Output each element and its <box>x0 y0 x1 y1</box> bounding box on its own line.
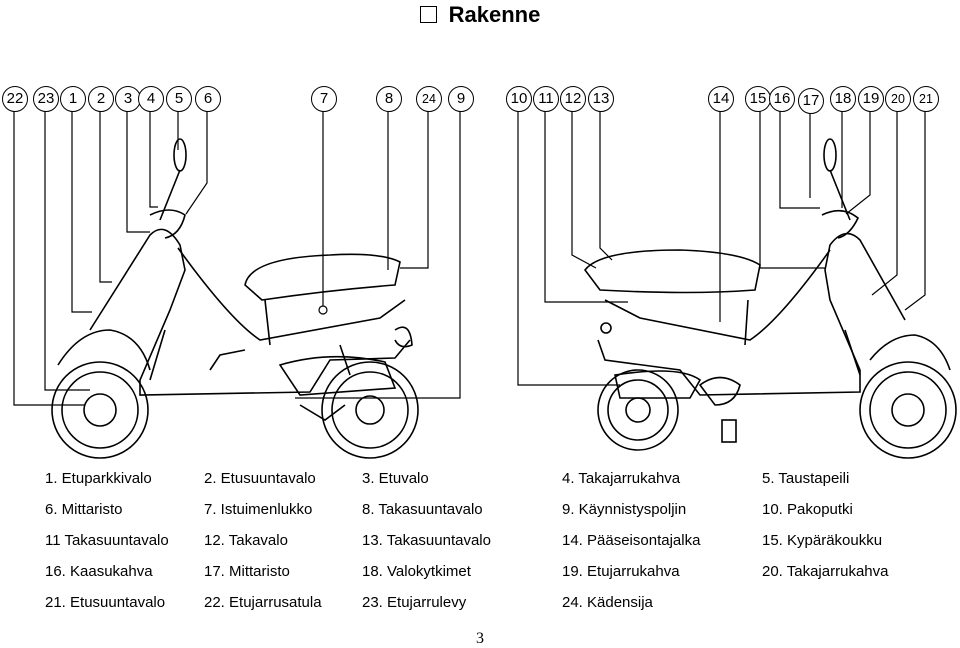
legend-row: 1. Etuparkkivalo 2. Etusuuntavalo 3. Etu… <box>0 470 960 496</box>
callout-19: 19 <box>858 86 884 112</box>
callout-16: 16 <box>769 86 795 112</box>
leader-19 <box>845 110 871 215</box>
leader-11 <box>544 110 628 303</box>
callout-8: 8 <box>376 86 402 112</box>
callout-10: 10 <box>506 86 532 112</box>
callout-24: 24 <box>416 86 442 112</box>
leader-6 <box>185 110 208 215</box>
legend-row: 6. Mittaristo 7. Istuimenlukko 8. Takasu… <box>0 501 960 527</box>
leader-15 <box>759 110 826 269</box>
seat-lock-dot <box>318 305 328 315</box>
leader-22 <box>13 110 85 406</box>
callout-9: 9 <box>448 86 474 112</box>
leader-2 <box>99 110 112 283</box>
legend-item: 6. Mittaristo <box>45 501 123 518</box>
scooter-diagram <box>13 110 957 459</box>
page-title: Rakenne <box>0 2 960 28</box>
page-number: 3 <box>476 630 484 647</box>
leader-10 <box>517 110 620 386</box>
legend-item: 17. Mittaristo <box>204 563 290 580</box>
callout-20: 20 <box>885 86 911 112</box>
legend-item: 8. Takasuuntavalo <box>362 501 483 518</box>
legend-item: 13. Takasuuntavalo <box>362 532 491 549</box>
legend-item: 1. Etuparkkivalo <box>45 470 152 487</box>
legend-item: 22. Etujarrusatula <box>204 594 322 611</box>
callout-6: 6 <box>195 86 221 112</box>
callout-23: 23 <box>33 86 59 112</box>
leader-9 <box>295 110 461 399</box>
legend-item: 10. Pakoputki <box>762 501 853 518</box>
legend-row: 16. Kaasukahva 17. Mittaristo 18. Valoky… <box>0 563 960 589</box>
legend-item: 3. Etuvalo <box>362 470 429 487</box>
callout-21: 21 <box>913 86 939 112</box>
right-scooter <box>583 138 957 459</box>
leader-12 <box>571 110 597 269</box>
legend-item: 14. Pääseisontajalka <box>562 532 701 549</box>
legend-item: 20. Takajarrukahva <box>762 563 889 580</box>
left-scooter <box>51 138 419 459</box>
leader-16 <box>779 110 820 209</box>
callout-2: 2 <box>88 86 114 112</box>
callout-5: 5 <box>166 86 192 112</box>
leader-23 <box>44 110 90 391</box>
legend-item: 21. Etusuuntavalo <box>45 594 166 611</box>
legend-item: 11 Takasuuntavalo <box>45 532 169 549</box>
callout-14: 14 <box>708 86 734 112</box>
legend-item: 23. Etujarrulevy <box>362 594 467 611</box>
legend-item: 2. Etusuuntavalo <box>204 470 316 487</box>
legend-item: 15. Kypäräkoukku <box>762 532 883 549</box>
callout-4: 4 <box>138 86 164 112</box>
checkbox-icon <box>419 6 437 23</box>
legend-item: 18. Valokytkimet <box>362 563 471 580</box>
callout-row: 22 23 1 2 3 4 5 6 7 8 24 9 10 11 12 13 1… <box>0 0 960 130</box>
callout-17: 17 <box>798 88 824 114</box>
leader-13 <box>599 110 613 261</box>
leader-24 <box>400 110 429 269</box>
legend-item: 12. Takavalo <box>204 532 288 549</box>
leader-21 <box>904 110 926 311</box>
leader-1 <box>71 110 92 313</box>
title-text: Rakenne <box>448 2 541 27</box>
callout-22: 22 <box>2 86 28 112</box>
leader-3 <box>126 110 150 233</box>
leader-4 <box>149 110 158 208</box>
legend-item: 24. Kädensija <box>562 594 653 611</box>
callout-1: 1 <box>60 86 86 112</box>
legend-item: 5. Taustapeili <box>762 470 850 487</box>
callout-18: 18 <box>830 86 856 112</box>
legend-item: 7. Istuimenlukko <box>204 501 313 518</box>
legend-item: 19. Etujarrukahva <box>562 563 680 580</box>
callout-13: 13 <box>588 86 614 112</box>
leader-20 <box>871 110 898 296</box>
legend-row: 21. Etusuuntavalo 22. Etujarrusatula 23.… <box>0 594 960 620</box>
callout-12: 12 <box>560 86 586 112</box>
legend-row: 11 Takasuuntavalo 12. Takavalo 13. Takas… <box>0 532 960 558</box>
legend-item: 9. Käynnistyspoljin <box>562 501 687 518</box>
legend-item: 16. Kaasukahva <box>45 563 153 580</box>
callout-11: 11 <box>533 86 559 112</box>
callout-7: 7 <box>311 86 337 112</box>
callout-15: 15 <box>745 86 771 112</box>
legend-item: 4. Takajarrukahva <box>562 470 681 487</box>
